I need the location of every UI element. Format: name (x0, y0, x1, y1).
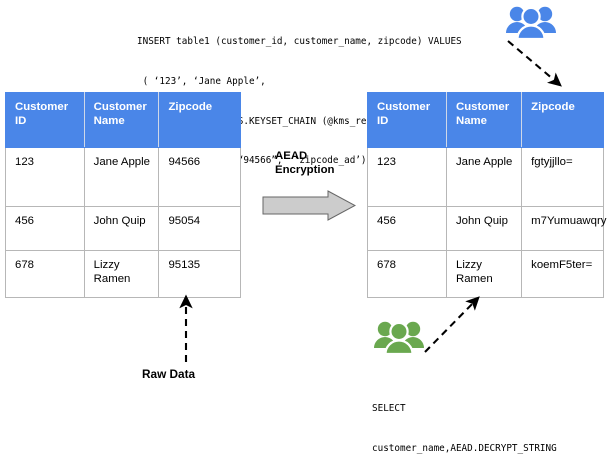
select-sql-line-1: SELECT (372, 403, 406, 415)
table-row: 123 Jane Apple 94566 (5, 147, 241, 207)
cell-zipcode: m7Yumuawqry (521, 206, 606, 251)
table-row: 678 Lizzy Ramen koemF5ter= (367, 250, 604, 298)
cell-customer-id: 678 (5, 250, 85, 298)
dashed-arrow-select (424, 296, 480, 353)
cell-customer-name: John Quip (445, 206, 523, 251)
cell-customer-name: Jane Apple (83, 147, 160, 207)
cell-customer-id: 456 (367, 206, 447, 251)
table-row: 678 Lizzy Ramen 95135 (5, 250, 241, 298)
table-row: 456 John Quip 95054 (5, 206, 241, 251)
column-header-zipcode: Zipcode (158, 92, 241, 148)
column-header-zipcode: Zipcode (521, 92, 604, 148)
insert-sql-line-1: INSERT table1 (customer_id, customer_nam… (137, 36, 462, 48)
table-row: 123 Jane Apple fgtyjjllo= (367, 147, 604, 207)
aead-label-line-1: AEAD (275, 150, 308, 162)
select-sql-line-2: customer_name,AEAD.DECRYPT_STRING (372, 443, 557, 455)
cell-customer-id: 678 (367, 250, 447, 298)
cell-customer-id: 123 (5, 147, 85, 207)
cell-zipcode: 95135 (158, 250, 241, 298)
cell-zipcode: fgtyjjllo= (521, 147, 604, 207)
cell-customer-name: Jane Apple (445, 147, 523, 207)
cell-zipcode: koemF5ter= (521, 250, 604, 298)
raw-data-label: Raw Data (142, 367, 196, 381)
aead-encryption-label: AEAD Encryption (275, 150, 335, 177)
block-arrow-right-icon (262, 190, 357, 221)
table-row: 456 John Quip m7Yumuawqry (367, 206, 606, 251)
users-group-icon-green (373, 318, 425, 363)
cell-zipcode: 94566 (158, 147, 241, 207)
cell-customer-name: Lizzy Ramen (83, 250, 160, 298)
select-sql-statement: SELECT customer_name,AEAD.DECRYPT_STRING… (372, 376, 557, 469)
users-group-icon-blue (505, 3, 557, 48)
cell-customer-name: John Quip (83, 206, 160, 251)
cell-customer-name: Lizzy Ramen (445, 250, 523, 298)
insert-sql-line-2: ( ‘123’, ‘Jane Apple’, (137, 76, 266, 88)
cell-zipcode: 95054 (158, 206, 241, 251)
cell-customer-id: 456 (5, 206, 85, 251)
aead-label-line-2: Encryption (275, 163, 335, 176)
cell-customer-id: 123 (367, 147, 447, 207)
